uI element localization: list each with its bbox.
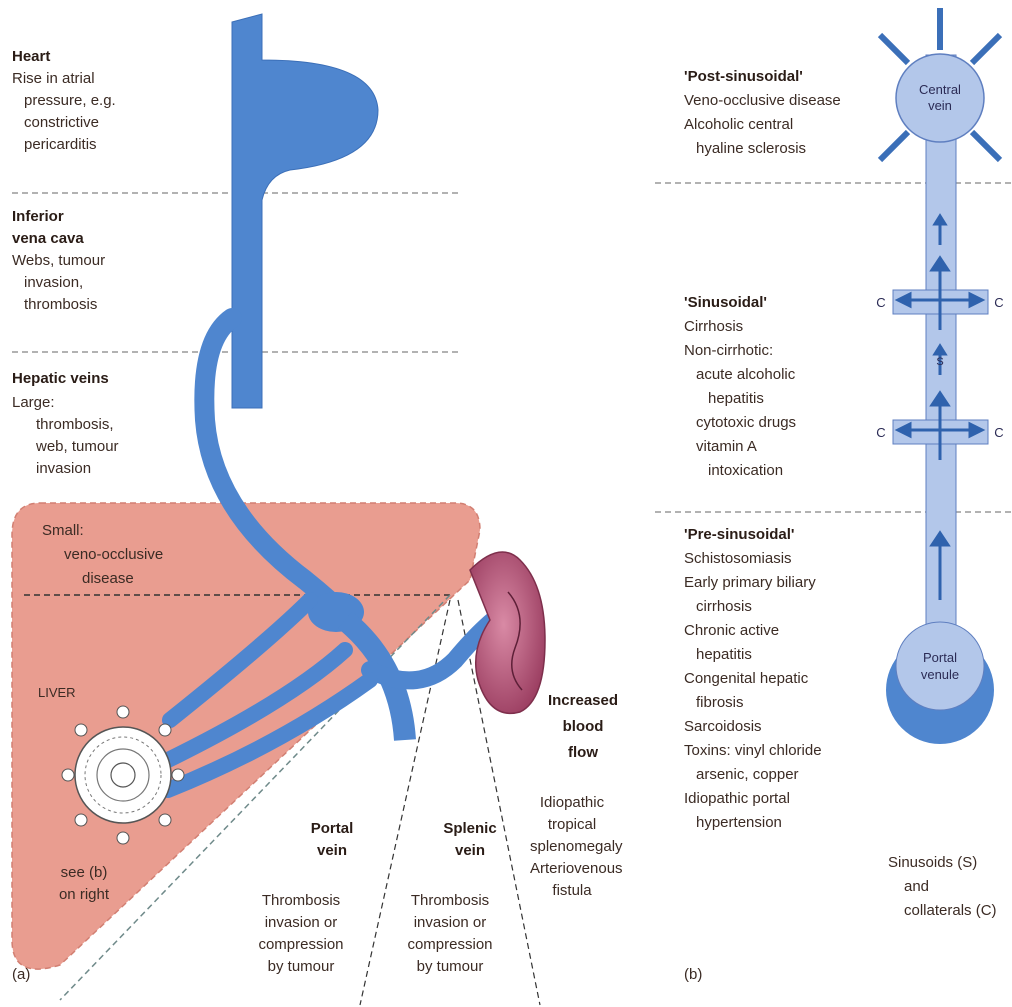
pre-line-3: cirrhosis [684,596,752,618]
heart-line-1: Rise in atrial [12,68,95,90]
legend-line-2: and [904,876,929,898]
collateral-label-ll: C [874,425,888,440]
sin-line-3: acute alcoholic [684,364,795,386]
portal-venule-label-1: Portal [905,650,975,665]
splenic-vein-title-2: vein [420,840,520,862]
flow-line-2: tropical [522,814,622,836]
small-line-3: disease [82,568,134,590]
collateral-label-lr: C [992,425,1006,440]
heart-line-4: pericarditis [12,134,97,156]
panel-b-label: (b) [684,964,702,986]
splenic-line-1: Thrombosis [390,890,510,912]
sin-line-1: Cirrhosis [684,316,743,338]
sinusoid-label: S [933,355,947,370]
sin-line-6: vitamin A [684,436,757,458]
sin-line-2: Non-cirrhotic: [684,340,773,362]
flow-arrows [898,216,982,600]
legend-line-1: Sinusoids (S) [888,852,977,874]
portal-venule-inner [896,622,984,710]
pre-line-11: Idiopathic portal [684,788,790,810]
post-line-2: Alcoholic central [684,114,793,136]
sinusoidal-title: 'Sinusoidal' [684,292,767,314]
increased-flow-title-2: blood [538,716,628,738]
panel-a-label: (a) [12,964,30,986]
hepatic-line-1: Large: [12,392,55,414]
liver-lobule-icon [62,706,184,844]
hepatic-line-2: thrombosis, [12,414,114,436]
splenic-line-2: invasion or [390,912,510,934]
sin-line-4: hepatitis [684,388,764,410]
pre-sinusoidal-title: 'Pre-sinusoidal' [684,524,795,546]
ivc-line-3: thrombosis [12,294,97,316]
sin-line-7: intoxication [684,460,783,482]
pre-line-12: hypertension [684,812,782,834]
post-sinusoidal-title: 'Post-sinusoidal' [684,66,803,88]
portal-line-3: compression [246,934,356,956]
ivc-title-1: Inferior [12,206,64,228]
portal-line-2: invasion or [246,912,356,934]
portal-vein-title-2: vein [282,840,382,862]
liver-label: LIVER [38,682,76,704]
splenic-vein-title-1: Splenic [420,818,520,840]
pre-line-2: Early primary biliary [684,572,816,594]
small-line-2: veno-occlusive [64,544,163,566]
heart-title: Heart [12,46,50,68]
collateral-label-ur: C [992,295,1006,310]
hepatic-veins-title: Hepatic veins [12,368,109,390]
flow-line-3: splenomegaly [530,836,623,858]
heart-line-3: constrictive [12,112,99,134]
central-vein-label-2: vein [905,98,975,113]
increased-flow-title-3: flow [538,742,628,764]
legend-line-3: collaterals (C) [904,900,997,922]
ivc-title-2: vena cava [12,228,84,250]
post-line-3: hyaline sclerosis [684,138,806,160]
pre-line-6: Congenital hepatic [684,668,808,690]
collateral-label-ul: C [874,295,888,310]
post-line-1: Veno-occlusive disease [684,90,841,112]
heart-vessel [232,14,378,408]
splenic-line-4: by tumour [390,956,510,978]
heart-line-2: pressure, e.g. [12,90,116,112]
increased-flow-title-1: Increased [538,690,628,712]
hepatic-line-3: web, tumour [12,436,119,458]
portal-line-1: Thrombosis [246,890,356,912]
portal-venule-label-2: venule [905,667,975,682]
see-b-line-1: see (b) [44,862,124,884]
pre-line-7: fibrosis [684,692,744,714]
splenic-line-3: compression [390,934,510,956]
flow-line-5: fistula [522,880,622,902]
ivc-line-1: Webs, tumour [12,250,105,272]
portal-line-4: by tumour [246,956,356,978]
pre-line-1: Schistosomiasis [684,548,792,570]
hepatic-line-4: invasion [12,458,91,480]
sin-line-5: cytotoxic drugs [684,412,796,434]
pre-line-10: arsenic, copper [684,764,799,786]
flow-line-1: Idiopathic [522,792,622,814]
pre-line-9: Toxins: vinyl chloride [684,740,822,762]
small-line-1: Small: [42,520,84,542]
portal-vein-title-1: Portal [282,818,382,840]
pre-line-8: Sarcoidosis [684,716,762,738]
pre-line-4: Chronic active [684,620,779,642]
flow-line-4: Arteriovenous [530,858,623,880]
see-b-line-2: on right [44,884,124,906]
central-vein-label-1: Central [905,82,975,97]
ivc-line-2: invasion, [12,272,83,294]
pre-line-5: hepatitis [684,644,752,666]
